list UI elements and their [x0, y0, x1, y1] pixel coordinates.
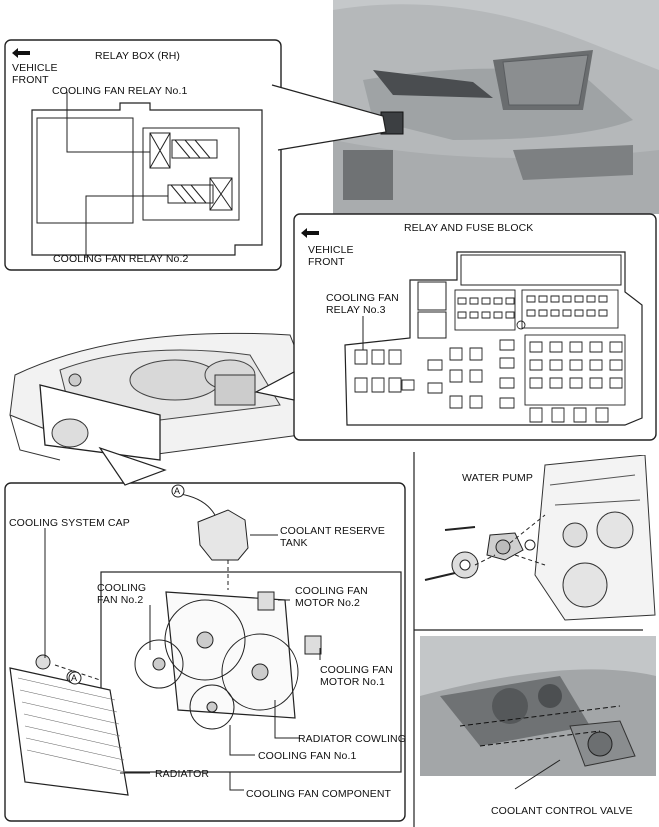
coolant-reserve-tank-label: COOLANT RESERVE TANK: [280, 525, 385, 549]
cooling-fan-relay-2-label: COOLING FAN RELAY No.2: [53, 253, 189, 265]
cooling-fan-motor-1-label: COOLING FAN MOTOR No.1: [320, 664, 393, 688]
car-front-photo: [333, 0, 659, 214]
relay-box-title: RELAY BOX (RH): [95, 50, 181, 62]
cooling-fan-relay-3-label: COOLING FAN RELAY No.3: [326, 292, 399, 316]
fuse-block-vehicle-front: VEHICLE FRONT: [308, 244, 354, 268]
coolant-control-valve-label: COOLANT CONTROL VALVE: [491, 805, 633, 817]
cooling-fan-motor-2-label: COOLING FAN MOTOR No.2: [295, 585, 368, 609]
water-pump-photo: [415, 455, 659, 625]
coolant-control-valve-photo: [420, 636, 656, 776]
cooling-fan-relay-1-label: COOLING FAN RELAY No.1: [52, 85, 188, 97]
marker-a-top: A: [174, 486, 181, 496]
cooling-fan-2-label: COOLING FAN No.2: [97, 582, 147, 606]
marker-a-radiator: A: [71, 673, 78, 683]
radiator-label: RADIATOR: [155, 768, 210, 780]
cooling-fan-component-label: COOLING FAN COMPONENT: [246, 788, 392, 800]
cooling-system-cap-label: COOLING SYSTEM CAP: [9, 517, 130, 529]
relay-fuse-block-title: RELAY AND FUSE BLOCK: [404, 222, 534, 234]
engine-bay-photo: [0, 315, 300, 465]
relay-box-vehicle-front: VEHICLE FRONT: [12, 62, 58, 86]
radiator-cowling-label: RADIATOR COWLING: [298, 733, 406, 745]
water-pump-label: WATER PUMP: [462, 472, 533, 484]
cooling-fan-1-label: COOLING FAN No.1: [258, 750, 357, 762]
